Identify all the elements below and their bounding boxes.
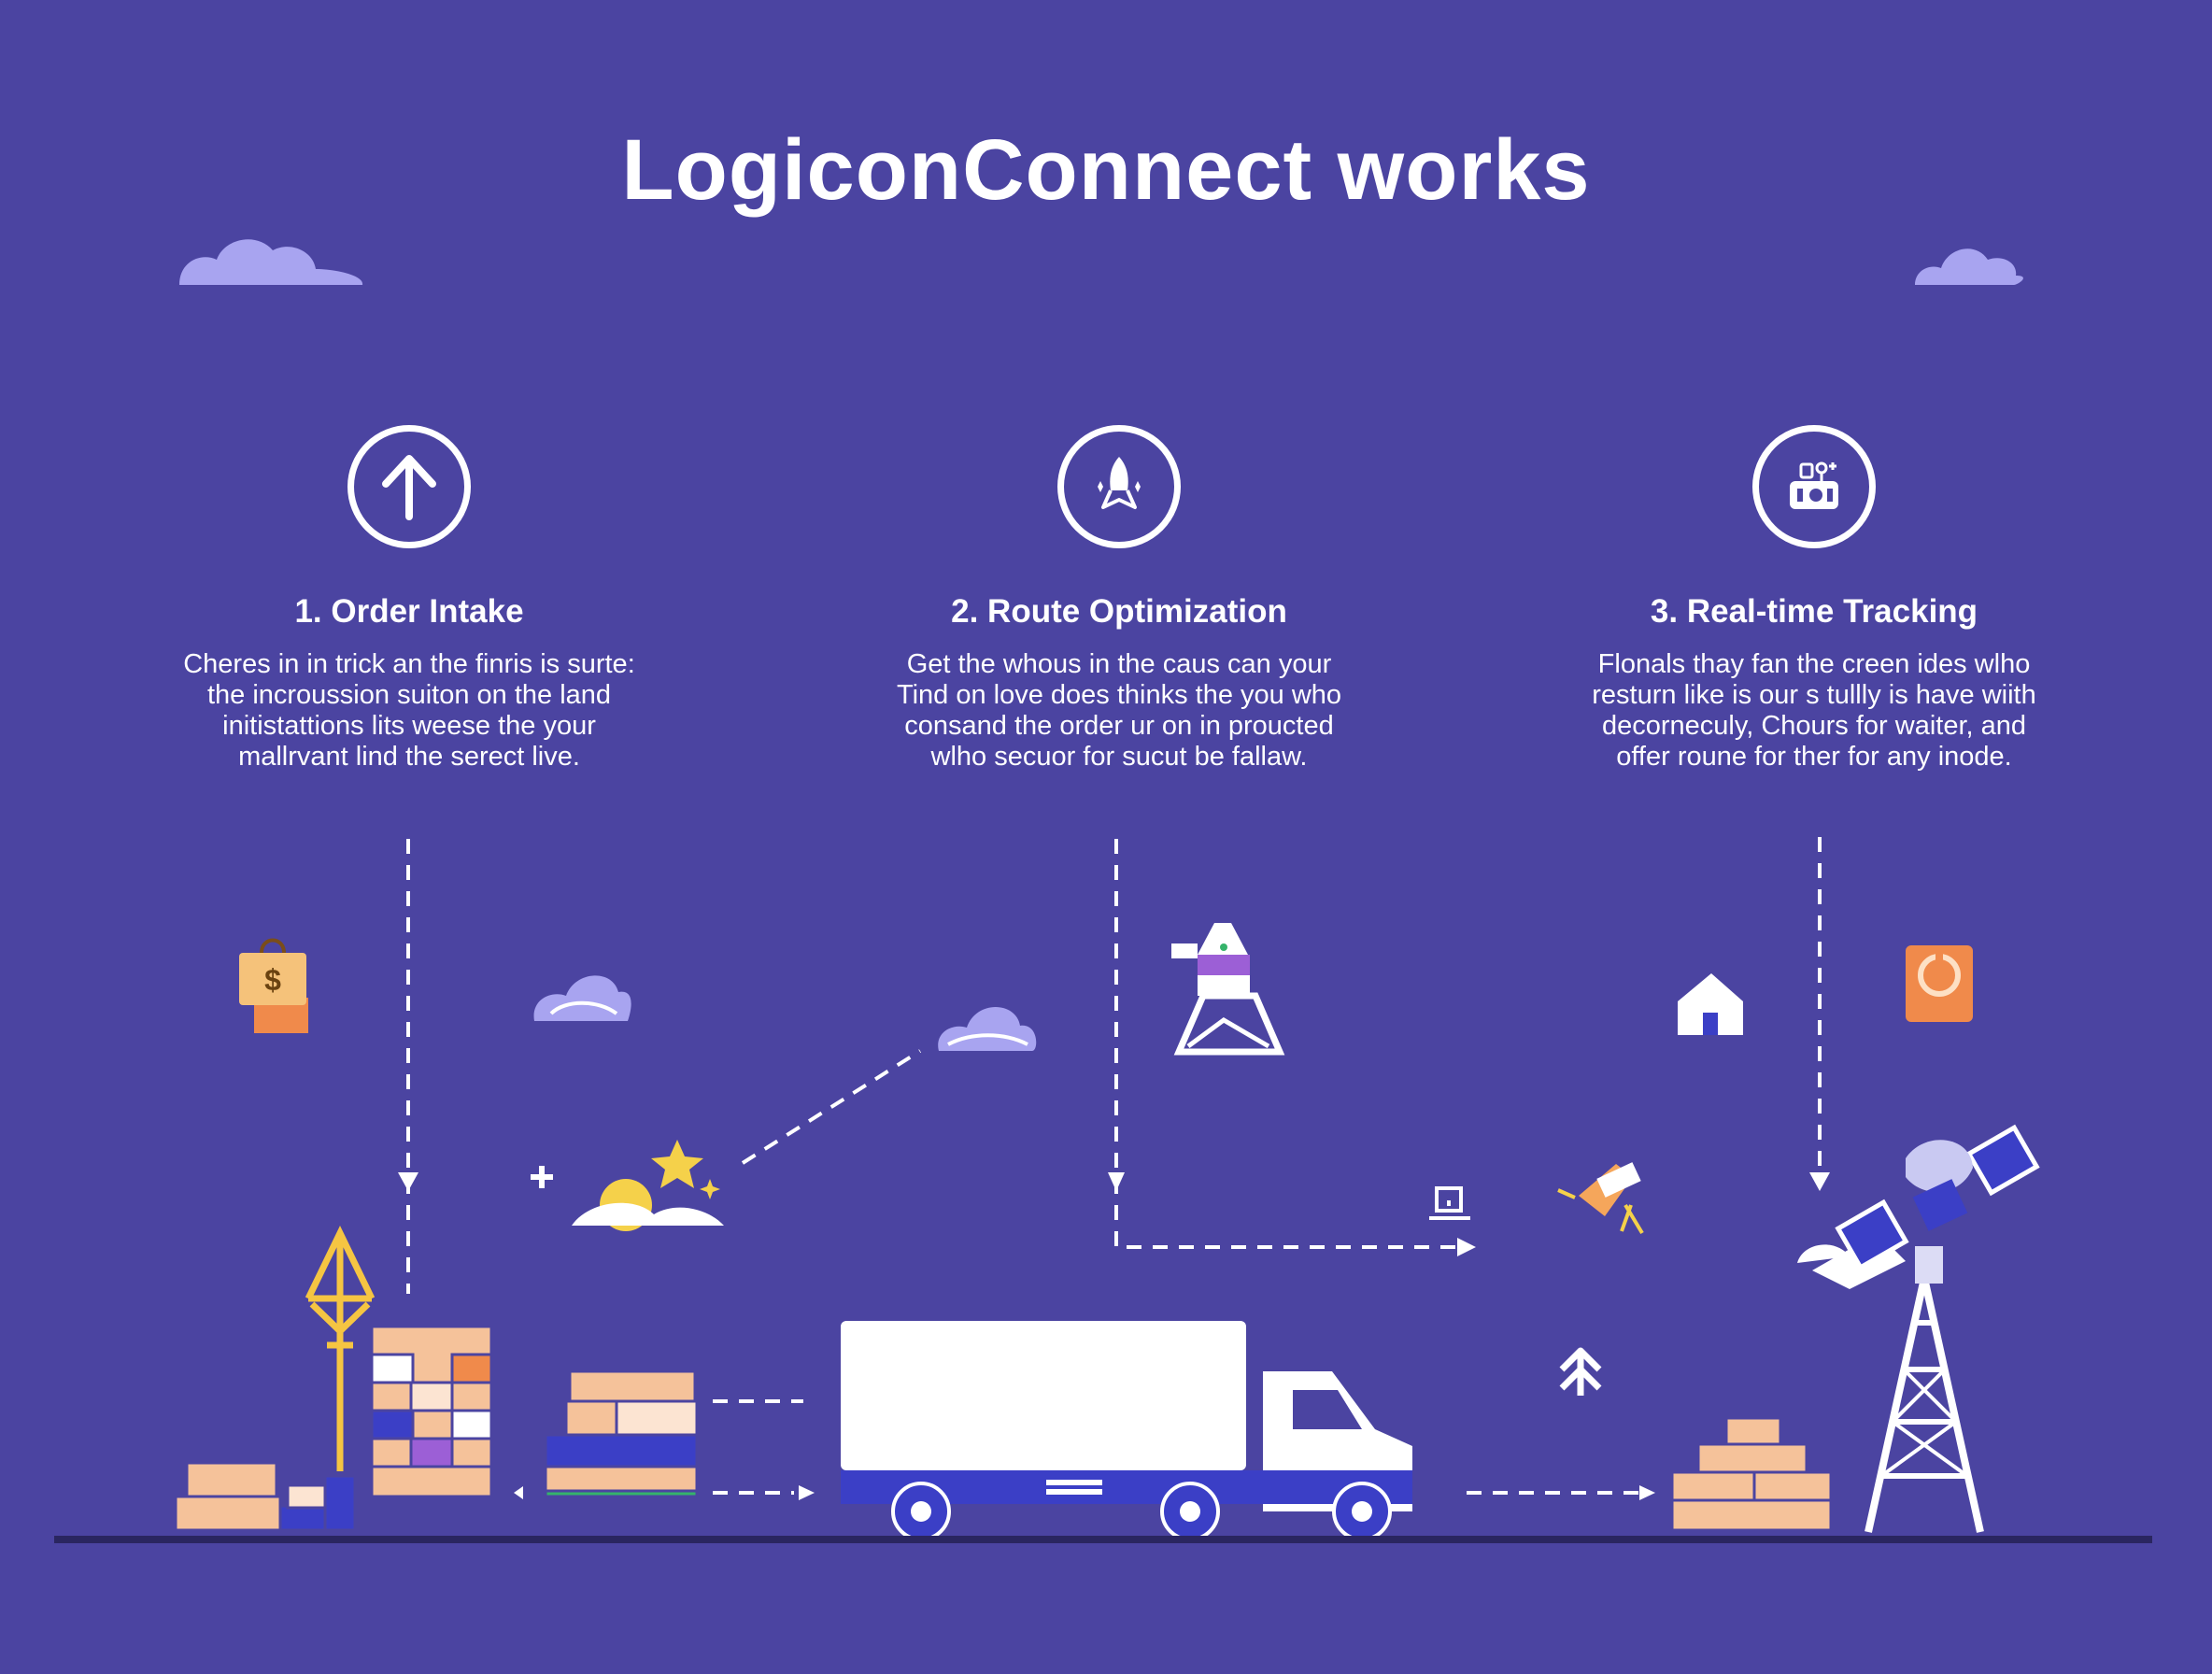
- box-stack-icon: [174, 1325, 493, 1532]
- box-stack-icon: [1670, 1416, 1833, 1532]
- arrow-up-icon: [347, 425, 471, 548]
- step-heading: 1. Order Intake: [294, 593, 524, 630]
- tracking-device-icon: [1752, 425, 1876, 548]
- step-description: Get the whous in the caus can your Tind …: [896, 649, 1342, 772]
- cloud-icon: [938, 1007, 1037, 1051]
- rocket-icon: [1057, 425, 1181, 548]
- drone-icon: [1557, 1162, 1644, 1235]
- step-description: Cheres in in trick an the finris is surt…: [183, 649, 635, 772]
- refresh-device-icon: [1906, 945, 1973, 1022]
- cloud-icon: [1915, 248, 2023, 285]
- launch-tower-icon: [1171, 923, 1285, 1056]
- crane-icon: [305, 1225, 376, 1471]
- pallet-icon: [544, 1369, 699, 1498]
- step-order-intake: 1. Order Intake Cheres in in trick an th…: [148, 425, 671, 773]
- sun-icon: [531, 1140, 724, 1231]
- step-description: Flonals thay fan the creen ides wlho res…: [1592, 649, 2036, 772]
- step-heading: 2. Route Optimization: [951, 593, 1287, 630]
- step-route-optimization: 2. Route Optimization Get the whous in t…: [858, 425, 1381, 773]
- svg-text:$: $: [264, 963, 281, 997]
- double-arrow-up-icon: [1559, 1347, 1602, 1396]
- satellite-tower-icon: [1797, 1124, 2040, 1533]
- page-title: LogiconConnect works: [621, 122, 1591, 218]
- monitor-icon: [1429, 1186, 1470, 1220]
- delivery-truck-icon: [841, 1321, 1412, 1541]
- home-icon: [1678, 973, 1743, 1035]
- cloud-icon: [533, 975, 631, 1021]
- step-real-time-tracking: 3. Real-time Tracking Flonals thay fan t…: [1553, 425, 2076, 773]
- shopping-bag-icon: $: [239, 938, 308, 1033]
- step-heading: 3. Real-time Tracking: [1650, 593, 1978, 630]
- cloud-icon: [179, 239, 363, 285]
